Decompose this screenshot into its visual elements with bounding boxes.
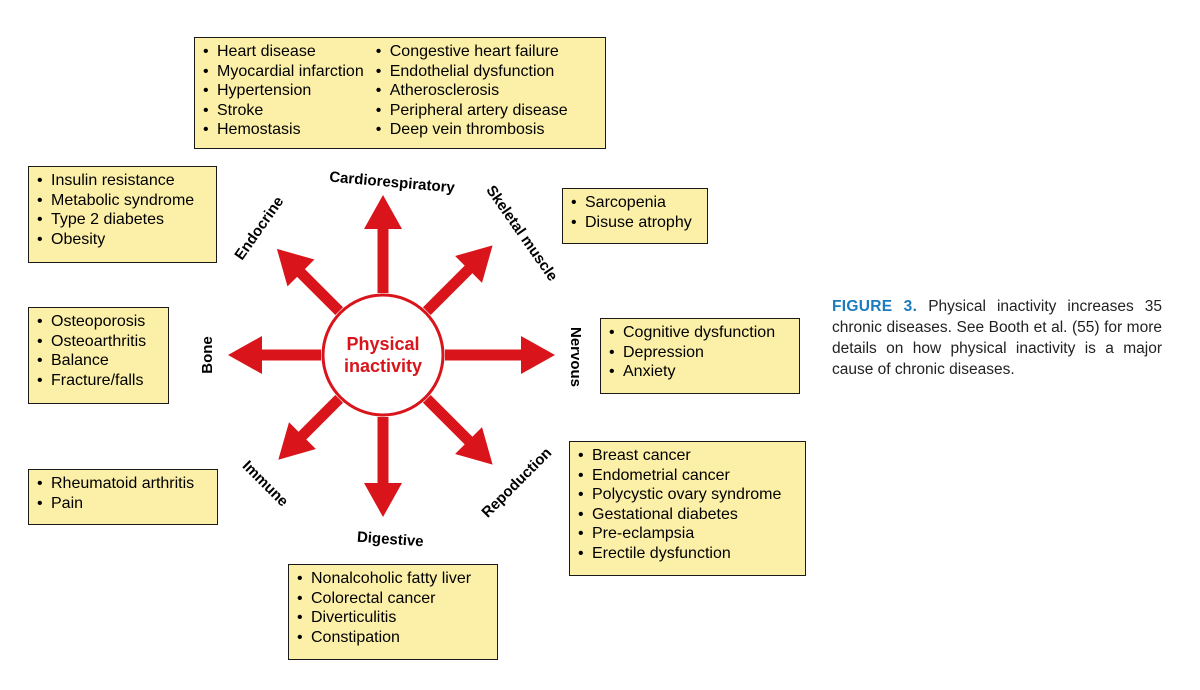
arrow-nervous — [445, 336, 555, 374]
label-immune: Immune — [239, 457, 292, 510]
disease-item: Stroke — [203, 101, 364, 121]
disease-item: Breast cancer — [578, 446, 797, 466]
arrow-bone — [228, 336, 321, 374]
disease-item: Erectile dysfunction — [578, 544, 797, 564]
label-bone: Bone — [199, 336, 216, 374]
disease-item: Deep vein thrombosis — [376, 120, 568, 140]
arrow-endocrine — [276, 248, 343, 315]
label-digestive: Digestive — [356, 529, 424, 551]
disease-item: Endothelial dysfunction — [376, 62, 568, 82]
bone-disease-box: OsteoporosisOsteoarthritisBalanceFractur… — [28, 307, 169, 404]
disease-item: Endometrial cancer — [578, 466, 797, 486]
disease-item: Pre-eclampsia — [578, 524, 797, 544]
disease-item: Rheumatoid arthritis — [37, 474, 209, 494]
endocrine-list: Insulin resistanceMetabolic syndromeType… — [37, 171, 208, 249]
disease-item: Depression — [609, 343, 791, 363]
disease-item: Sarcopenia — [571, 193, 699, 213]
label-cardiorespiratory: Cardiorespiratory — [329, 169, 457, 197]
center-label-line1: Physical — [346, 334, 419, 354]
disease-item: Obesity — [37, 230, 208, 250]
skeletal-muscle-list: SarcopeniaDisuse atrophy — [571, 193, 699, 232]
skeletal-muscle-disease-box: SarcopeniaDisuse atrophy — [562, 188, 708, 244]
disease-item: Hypertension — [203, 81, 364, 101]
disease-item: Disuse atrophy — [571, 213, 699, 233]
disease-item: Anxiety — [609, 362, 791, 382]
center-label-line2: inactivity — [344, 356, 422, 376]
disease-item: Fracture/falls — [37, 371, 160, 391]
disease-item: Heart disease — [203, 42, 364, 62]
arrow-cardiorespiratory — [364, 195, 402, 293]
disease-item: Osteoarthritis — [37, 332, 160, 352]
arrow-skeletal-muscle — [423, 245, 493, 315]
disease-item: Diverticulitis — [297, 608, 489, 628]
immune-disease-box: Rheumatoid arthritisPain — [28, 469, 218, 525]
endocrine-disease-box: Insulin resistanceMetabolic syndromeType… — [28, 166, 217, 263]
disease-item: Polycystic ovary syndrome — [578, 485, 797, 505]
arrow-digestive — [364, 417, 402, 517]
arrow-immune — [278, 395, 343, 460]
immune-list: Rheumatoid arthritisPain — [37, 474, 209, 513]
disease-item: Congestive heart failure — [376, 42, 568, 62]
disease-item: Atherosclerosis — [376, 81, 568, 101]
figure-caption: FIGURE 3. Physical inactivity increases … — [832, 296, 1162, 380]
label-skeletal-muscle: Skeletal muscle — [482, 182, 560, 284]
disease-item: Insulin resistance — [37, 171, 208, 191]
cardio-list-right: Congestive heart failureEndothelial dysf… — [376, 42, 568, 144]
disease-item: Hemostasis — [203, 120, 364, 140]
disease-item: Constipation — [297, 628, 489, 648]
disease-item: Osteoporosis — [37, 312, 160, 332]
reproduction-list: Breast cancerEndometrial cancerPolycysti… — [578, 446, 797, 563]
disease-item: Nonalcoholic fatty liver — [297, 569, 489, 589]
nervous-list: Cognitive dysfunctionDepressionAnxiety — [609, 323, 791, 382]
digestive-disease-box: Nonalcoholic fatty liverColorectal cance… — [288, 564, 498, 660]
label-nervous: Nervous — [567, 327, 584, 387]
cardio-list-left: Heart diseaseMyocardial infarctionHypert… — [203, 42, 364, 144]
disease-item: Pain — [37, 494, 209, 514]
caption-label: FIGURE 3. — [832, 298, 918, 315]
arrow-reproduction — [423, 395, 493, 465]
nervous-disease-box: Cognitive dysfunctionDepressionAnxiety — [600, 318, 800, 394]
cardiorespiratory-disease-box: Heart diseaseMyocardial infarctionHypert… — [194, 37, 606, 149]
digestive-list: Nonalcoholic fatty liverColorectal cance… — [297, 569, 489, 647]
arrows — [228, 195, 555, 517]
center-circle — [321, 293, 445, 417]
bone-list: OsteoporosisOsteoarthritisBalanceFractur… — [37, 312, 160, 390]
disease-item: Balance — [37, 351, 160, 371]
disease-item: Myocardial infarction — [203, 62, 364, 82]
disease-item: Peripheral artery disease — [376, 101, 568, 121]
disease-item: Colorectal cancer — [297, 589, 489, 609]
reproduction-disease-box: Breast cancerEndometrial cancerPolycysti… — [569, 441, 806, 576]
disease-item: Gestational diabetes — [578, 505, 797, 525]
disease-item: Metabolic syndrome — [37, 191, 208, 211]
caption-text: Physical inactivity increases 35 chronic… — [832, 298, 1162, 378]
disease-item: Cognitive dysfunction — [609, 323, 791, 343]
disease-item: Type 2 diabetes — [37, 210, 208, 230]
